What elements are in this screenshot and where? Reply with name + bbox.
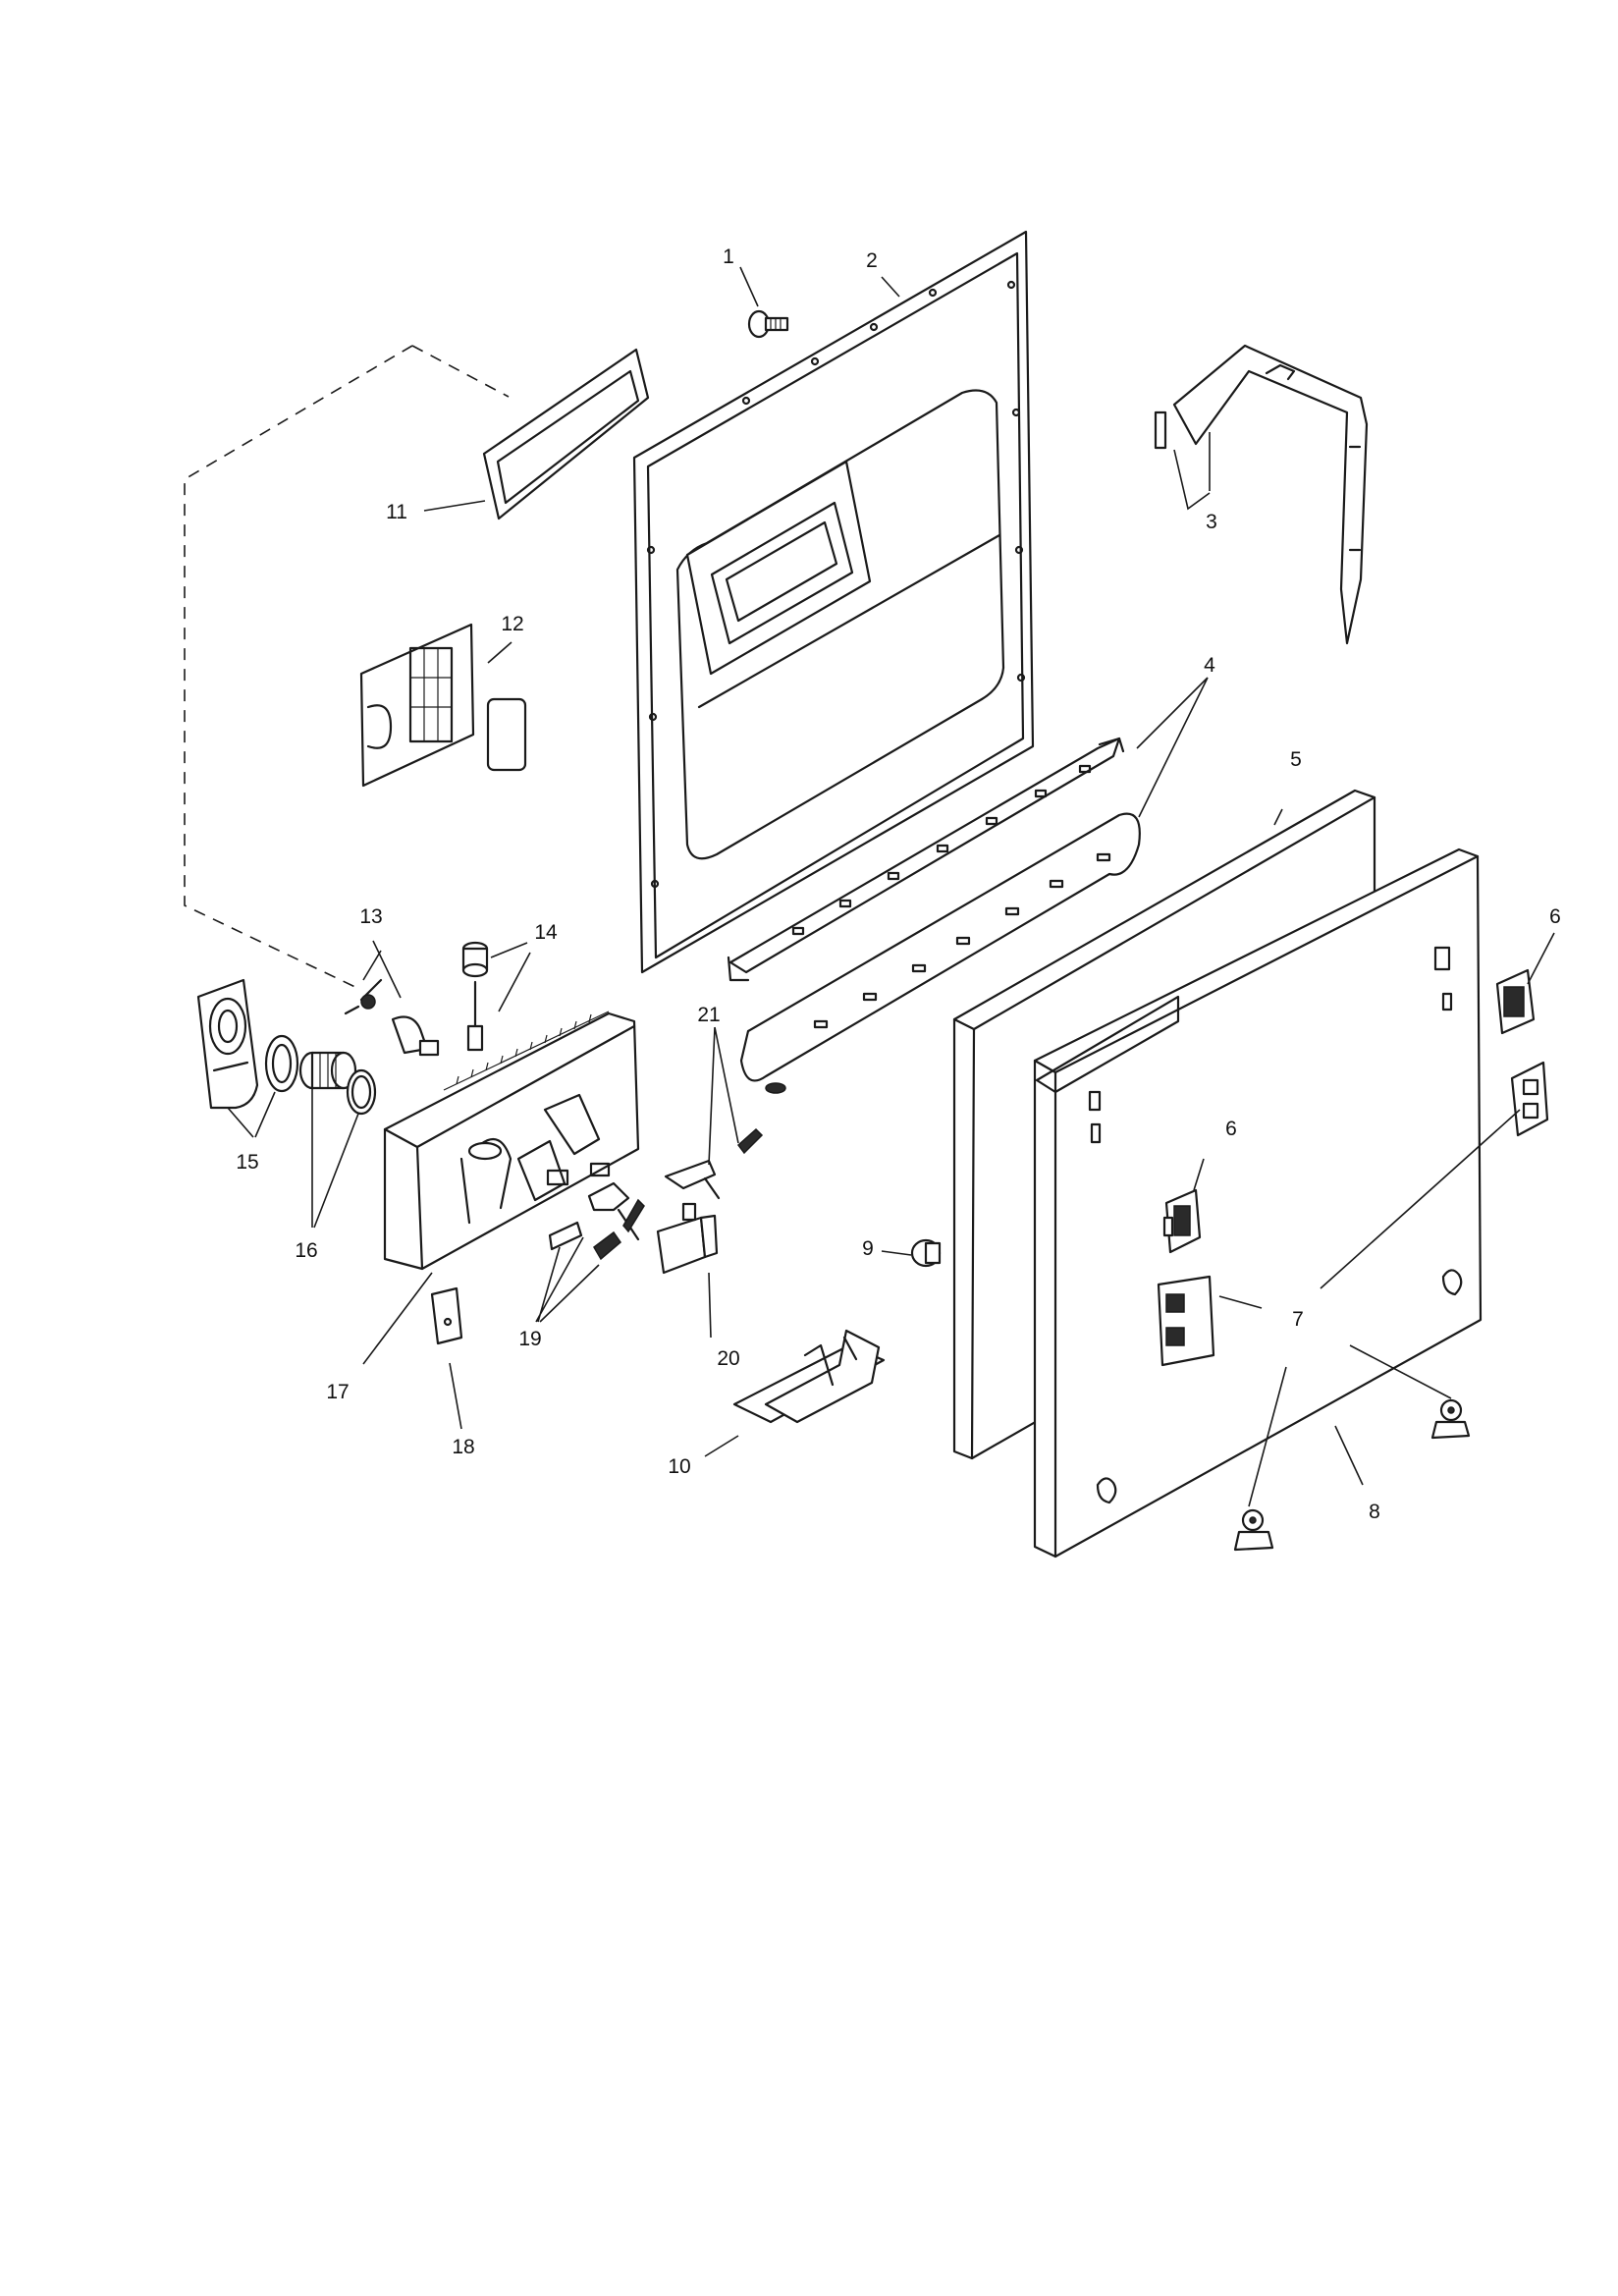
callout-14: 14 — [534, 921, 558, 944]
knob-ring — [264, 1034, 299, 1093]
leader-lines — [227, 266, 1555, 1507]
callout-21: 21 — [697, 1004, 720, 1026]
callout-9: 9 — [862, 1237, 874, 1260]
callout-5: 5 — [1290, 748, 1302, 771]
callout-2: 2 — [866, 249, 878, 272]
actuator-spring — [664, 1127, 764, 1200]
latch-upper — [1495, 968, 1536, 1035]
hinge-foot-right — [1430, 1398, 1471, 1440]
callout-19: 19 — [518, 1328, 541, 1350]
callout-12: 12 — [501, 613, 523, 635]
callout-20: 20 — [717, 1347, 739, 1370]
hinge-bracket-right — [1510, 1061, 1549, 1137]
side-channel — [1154, 344, 1369, 645]
hinge-foot-left — [1233, 1508, 1274, 1552]
callout-13: 13 — [359, 905, 382, 928]
knob-shaft — [298, 1051, 357, 1090]
switch — [656, 1202, 719, 1275]
callout-4: 4 — [1204, 654, 1215, 677]
callout-18: 18 — [452, 1436, 474, 1458]
knob-housing — [196, 978, 259, 1110]
callout-6-lower: 6 — [1225, 1118, 1237, 1140]
o-ring — [346, 1068, 377, 1116]
assembly-dashed-line — [184, 345, 510, 991]
callout-17: 17 — [326, 1381, 349, 1403]
callout-10: 10 — [668, 1455, 690, 1478]
callout-15: 15 — [236, 1151, 258, 1174]
lever-spring — [344, 978, 440, 1057]
rinse-aid-cover — [359, 623, 475, 788]
door-plug — [910, 1238, 942, 1268]
callout-labels: 1 2 3 4 5 6 6 7 8 9 10 11 12 13 14 15 16… — [236, 246, 1561, 1523]
bottom-trim-rail — [727, 737, 1141, 1094]
callout-6-upper: 6 — [1549, 905, 1561, 928]
float-plunger — [461, 941, 489, 1052]
callout-8: 8 — [1369, 1501, 1380, 1523]
callout-1: 1 — [723, 246, 734, 268]
hinge-bracket-center — [1157, 1275, 1215, 1367]
control-module-housing — [383, 1011, 640, 1271]
latch-lower — [1162, 1188, 1202, 1254]
screw — [747, 309, 789, 339]
callout-16: 16 — [295, 1239, 317, 1262]
latch-housing — [732, 1329, 886, 1424]
dispenser-gasket — [482, 348, 650, 520]
lever-set — [548, 1181, 645, 1261]
callout-3: 3 — [1206, 511, 1217, 533]
small-plate — [430, 1286, 463, 1345]
front-door-panel — [1033, 847, 1483, 1558]
inner-door-liner — [632, 230, 1035, 974]
rinse-aid-cap — [486, 697, 527, 772]
callout-11: 11 — [386, 501, 407, 523]
callout-7: 7 — [1292, 1308, 1304, 1331]
